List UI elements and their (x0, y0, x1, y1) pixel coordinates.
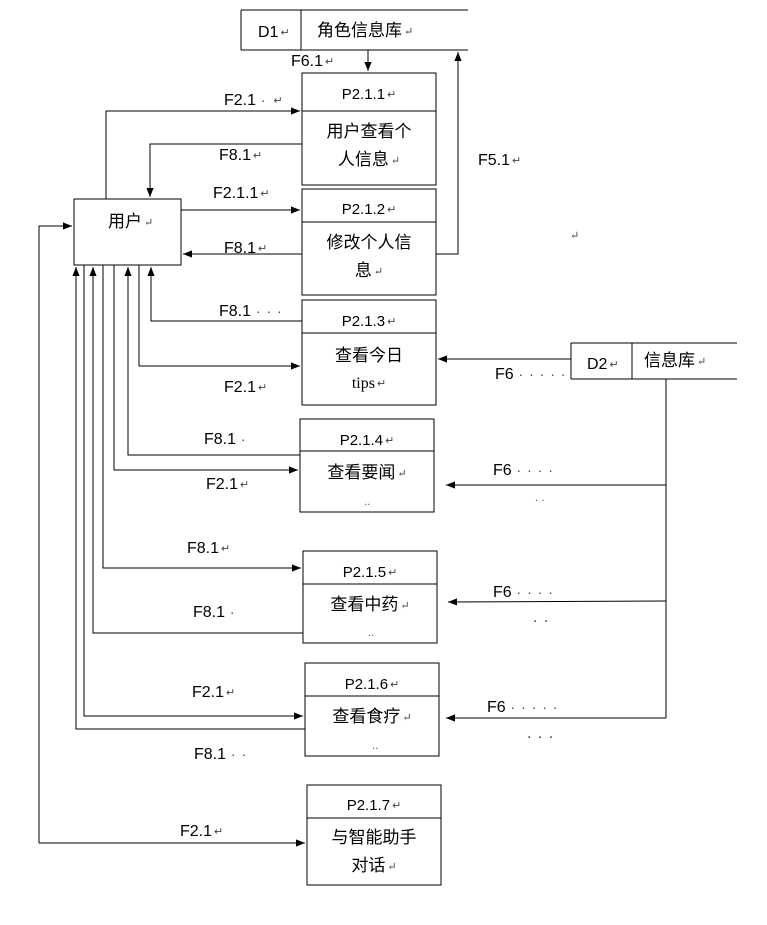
process-2-id: P2.1.2↵ (341, 201, 397, 218)
store-d2-shape (570, 342, 737, 380)
flow-user-to-p215 (102, 265, 301, 572)
flow-label-f8-1-c: F8.1 · · · (219, 303, 283, 320)
flow-label-f8-1-f: F8.1 · (193, 604, 236, 621)
store-d1-shape (240, 9, 468, 51)
process-6-id: P2.1.6↵ (344, 676, 400, 693)
process-box-6 (304, 662, 440, 757)
flow-label-f6-a: F6 · · · · · (495, 366, 567, 383)
flow-label-f6-1: F6.1↵ (291, 53, 335, 71)
process-7-name: 与智能助手对话↵ (331, 828, 417, 876)
flow-label-f6-c: F6 · · · · (493, 584, 554, 601)
flow-label-f8-1-b: F8.1↵ (224, 240, 268, 258)
process-4-mark: .. (364, 497, 371, 508)
process-6-name: 查看食疗↵ (332, 707, 412, 727)
process-box-5 (302, 550, 438, 644)
flow-label-f6-b-mark: . . (535, 493, 545, 504)
flow-label-f5-1: F5.1↵ (478, 152, 522, 170)
process-box-3 (301, 299, 437, 406)
process-5-name: 查看中药↵ (330, 595, 410, 615)
flow-p213-to-user (147, 267, 302, 322)
store-d2-id: D2↵ (587, 356, 619, 374)
flow-p211-to-user (146, 143, 302, 197)
process-box-7 (306, 784, 442, 886)
process-4-id: P2.1.4↵ (339, 432, 395, 449)
flow-label-f2-1-1: F2.1.1↵ (213, 185, 270, 203)
flow-user-to-p211 (105, 107, 300, 199)
flow-label-f8-1-d: F8.1 · (204, 431, 247, 448)
flow-p212-to-d1 (436, 52, 462, 255)
flow-label-f6-b: F6 · · · · (493, 462, 554, 479)
flow-label-f2-1-a: F2.1 · ↵ (224, 92, 283, 109)
flow-user-to-p217 (38, 222, 72, 843)
flow-label-f2-1-d: F2.1↵ (206, 476, 250, 494)
process-6-mark: .. (372, 741, 379, 752)
process-2-name: 修改个人信息↵ (326, 233, 412, 281)
user-entity-box (73, 198, 182, 266)
flow-p215-to-user (89, 267, 303, 634)
flow-label-f2-1-c: F2.1↵ (224, 379, 268, 397)
flow-p214-to-user (124, 267, 300, 456)
flow-p216-to-user (72, 267, 305, 730)
process-box-4 (299, 418, 435, 513)
process-5-id: P2.1.5↵ (342, 564, 398, 581)
store-d2-name: 信息库↵ (644, 351, 707, 371)
store-d1-id: D1↵ (258, 24, 290, 42)
flow-user-to-p216 (83, 265, 303, 720)
flow-label-f8-1-g: F8.1 · · (194, 746, 248, 763)
process-5-mark: .. (368, 628, 375, 639)
flow-label-f2-1-g: F2.1↵ (180, 823, 224, 841)
flow-label-f8-1-e: F8.1↵ (187, 540, 231, 558)
flow-label-f6-c-dots: · · (533, 614, 550, 630)
process-7-id: P2.1.7↵ (346, 797, 402, 814)
process-4-name: 查看要闻↵ (327, 463, 407, 483)
user-entity-label: 用户↵ (108, 212, 154, 232)
process-box-2 (301, 188, 437, 296)
stray-return-mark: ↵ (570, 228, 580, 242)
process-1-name: 用户查看个人信息↵ (326, 122, 412, 170)
flow-label-f6-d: F6 · · · · · (487, 699, 559, 716)
process-3-id: P2.1.3↵ (341, 313, 397, 330)
store-d1-name: 角色信息库↵ (317, 21, 414, 41)
flow-user-to-p214 (113, 265, 298, 474)
flow-label-f8-1-a: F8.1↵ (219, 147, 263, 165)
flow-label-f2-1-f: F2.1↵ (192, 684, 236, 702)
flow-d2-to-p215 (447, 598, 667, 606)
flow-label-f6-d-dots: · · · (527, 730, 555, 746)
process-box-1 (301, 72, 437, 186)
process-1-id: P2.1.1↵ (341, 86, 397, 103)
flow-user-to-p213 (138, 265, 300, 370)
